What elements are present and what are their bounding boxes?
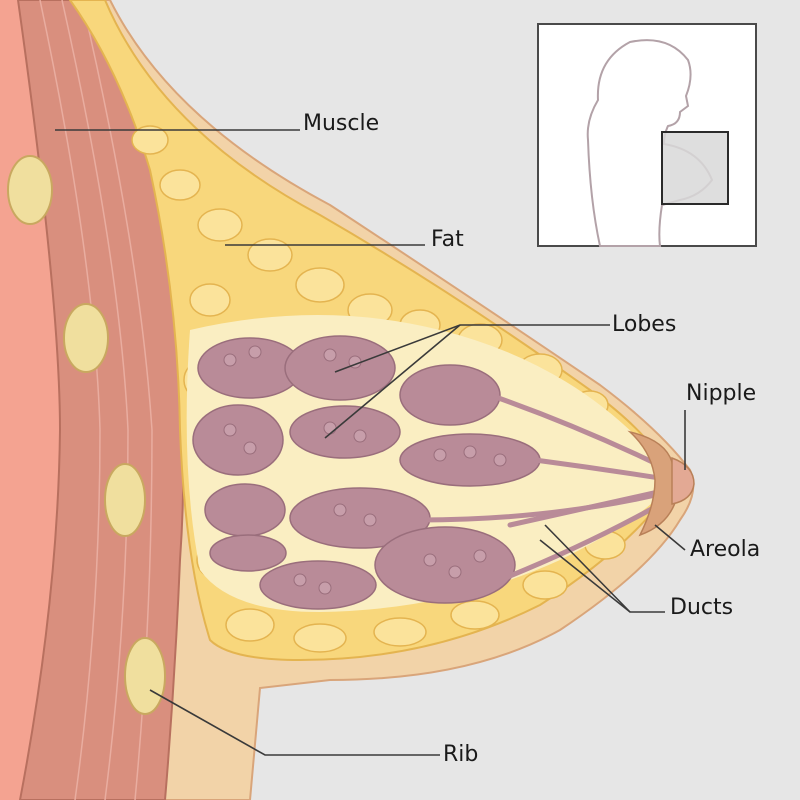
lobe-3 [399,364,501,426]
label-rib: Rib [443,742,478,767]
lobe-10 [259,560,377,610]
label-nipple: Nipple [686,381,756,406]
label-ducts: Ducts [670,595,733,620]
lobe-2 [284,335,396,401]
inset-panel [537,23,757,247]
lobe-4 [192,404,284,476]
rib-4 [124,637,166,715]
lobe-5 [289,405,401,459]
lobe-6 [399,433,541,487]
rib-3 [104,463,146,537]
label-lobes: Lobes [612,312,676,337]
lobe-7 [204,483,286,537]
lobes [192,335,541,610]
label-fat: Fat [431,227,464,252]
inset-highlight [661,131,729,205]
lobe-9 [209,534,287,572]
ribs [7,155,166,715]
label-areola: Areola [690,537,760,562]
label-muscle: Muscle [303,111,379,136]
rib-1 [7,155,53,225]
areola [627,430,677,537]
rib-2 [63,303,109,373]
lobe-11 [374,526,516,604]
leader-lines [55,129,686,756]
nipple [671,456,695,505]
